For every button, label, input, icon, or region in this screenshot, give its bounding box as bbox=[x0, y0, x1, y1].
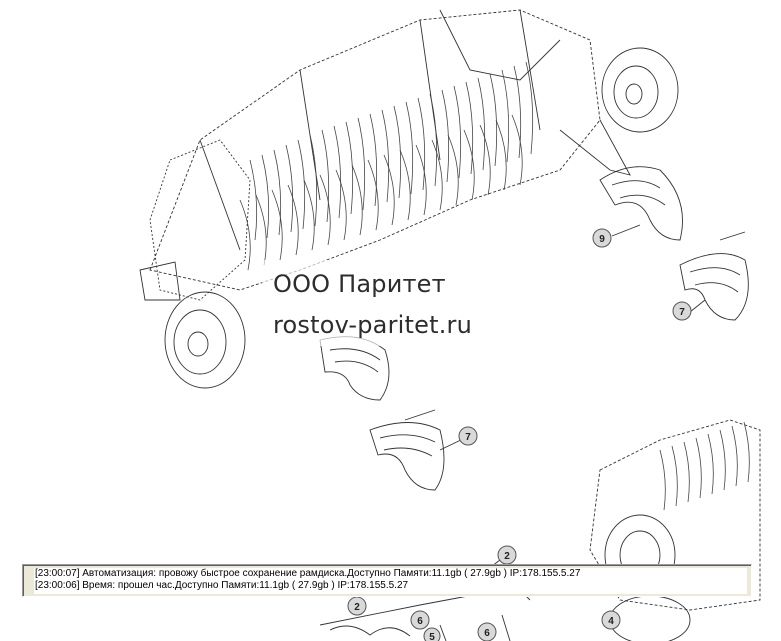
callout-6-right: 6 bbox=[477, 622, 497, 641]
callout-6-right-label: 6 bbox=[484, 628, 490, 639]
log-list[interactable]: [23:00:07] Автоматизация: провожу быстро… bbox=[34, 568, 747, 594]
callout-2-bottom-label: 2 bbox=[354, 602, 360, 613]
log-line: [23:00:07] Автоматизация: провожу быстро… bbox=[35, 568, 581, 579]
log-panel: [23:00:07] Автоматизация: провожу быстро… bbox=[22, 564, 752, 597]
callout-4-label: 4 bbox=[608, 616, 614, 627]
callout-2-top: 2 bbox=[497, 545, 517, 565]
callout-9-label: 9 bbox=[599, 234, 605, 245]
callout-2-top-label: 2 bbox=[504, 551, 510, 562]
callout-2-bottom: 2 bbox=[347, 596, 367, 616]
callout-6-left-label: 6 bbox=[417, 616, 423, 627]
callout-7-right-label: 7 bbox=[679, 307, 685, 318]
watermark-backdrop bbox=[262, 260, 534, 346]
callout-9: 9 bbox=[592, 228, 612, 248]
callout-5-label: 5 bbox=[429, 632, 435, 641]
callout-7-right: 7 bbox=[672, 301, 692, 321]
watermark-site: rostov-paritet.ru bbox=[273, 311, 473, 339]
callout-6-left: 6 bbox=[410, 610, 430, 630]
watermark-company: ООО Паритет bbox=[273, 270, 446, 298]
callout-7-middle: 7 bbox=[458, 426, 478, 446]
callout-7-middle-label: 7 bbox=[465, 432, 471, 443]
callout-5: 5 bbox=[423, 627, 441, 641]
log-line: [23:00:06] Время: прошел час.Доступно Па… bbox=[35, 580, 409, 591]
callout-4: 4 bbox=[601, 610, 621, 630]
